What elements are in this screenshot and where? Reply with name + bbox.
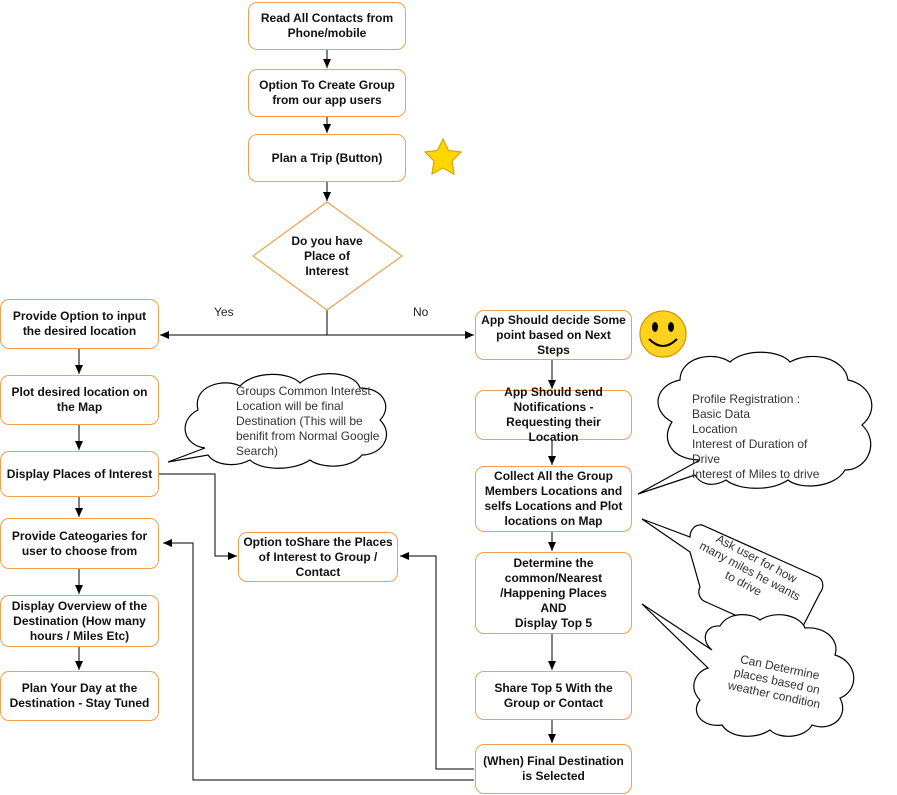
- share-top5-text: Share Top 5 With the Group or Contact: [494, 680, 613, 710]
- create-group-text: Option To Create Group from our app user…: [259, 78, 395, 107]
- display-places-box: Display Places of Interest: [0, 451, 159, 497]
- arrow-final-to-share: [400, 552, 474, 770]
- provide-categories-box: Provide Cateogaries for user to choose f…: [0, 518, 159, 569]
- provide-categories-text: Provide Cateogaries for user to choose f…: [11, 528, 148, 558]
- display-overview-text: Display Overview of the Destination (How…: [11, 598, 148, 643]
- app-send-text: App Should send Notifications - Requesti…: [504, 385, 603, 444]
- profile-text: Profile Registration : Basic Data Locati…: [692, 392, 820, 481]
- display-places-text: Display Places of Interest: [6, 466, 153, 481]
- yes-label: Yes: [214, 305, 234, 319]
- create-group-box: Option To Create Group from our app user…: [248, 69, 406, 117]
- no-label: No: [413, 305, 429, 319]
- smiley-icon: [639, 310, 687, 358]
- groups-common-cloud: [167, 373, 388, 469]
- arrow-display-to-share: [159, 473, 237, 560]
- arrow-yes-branch: [160, 310, 328, 339]
- provide-option-text: Provide Option to input the desired loca…: [12, 309, 147, 338]
- arrow-final-to-categories: [163, 539, 474, 781]
- star-icon: [423, 137, 463, 176]
- share-places-box: Option toShare the Places of Interest to…: [238, 532, 398, 582]
- read-contacts-text: Read All Contacts from Phone/mobile: [260, 11, 394, 40]
- plan-trip-text: Plan a Trip (Button): [271, 150, 383, 165]
- plan-day-box: Plan Your Day at the Destination - Stay …: [0, 671, 159, 721]
- share-top5-box: Share Top 5 With the Group or Contact: [475, 671, 632, 720]
- final-destination-text: (When) Final Destination is Selected: [483, 754, 624, 783]
- plot-location-box: Plot desired location on the Map: [0, 375, 159, 425]
- app-decide-box: App Should decide Some point based on Ne…: [475, 310, 632, 360]
- read-contacts-box: Read All Contacts from Phone/mobile: [248, 2, 406, 50]
- groups-common-text: Groups Common Interest Location will be …: [236, 384, 380, 458]
- decision-diamond: [251, 201, 404, 311]
- share-places-text: Option toShare the Places of Interest to…: [243, 534, 393, 579]
- final-destination-box: (When) Final Destination is Selected: [475, 744, 632, 794]
- profile-cloud: [637, 351, 873, 495]
- plot-location-text: Plot desired location on the Map: [11, 385, 148, 414]
- plan-trip-box: Plan a Trip (Button): [248, 134, 406, 182]
- weather-cloud: [641, 603, 855, 737]
- app-decide-text: App Should decide Some point based on Ne…: [481, 312, 626, 357]
- determine-text: Determine the common/Nearest /Happening …: [500, 555, 607, 630]
- collect-locations-box: Collect All the Group Members Locations …: [475, 466, 632, 532]
- provide-option-box: Provide Option to input the desired loca…: [0, 299, 159, 349]
- collect-locations-text: Collect All the Group Members Locations …: [484, 469, 623, 528]
- plan-day-text: Plan Your Day at the Destination - Stay …: [9, 681, 150, 710]
- app-send-box: App Should send Notifications - Requesti…: [475, 385, 632, 444]
- display-overview-box: Display Overview of the Destination (How…: [0, 595, 159, 647]
- determine-box: Determine the common/Nearest /Happening …: [475, 552, 632, 634]
- decision-text: Do you have Place of Interest: [291, 234, 363, 278]
